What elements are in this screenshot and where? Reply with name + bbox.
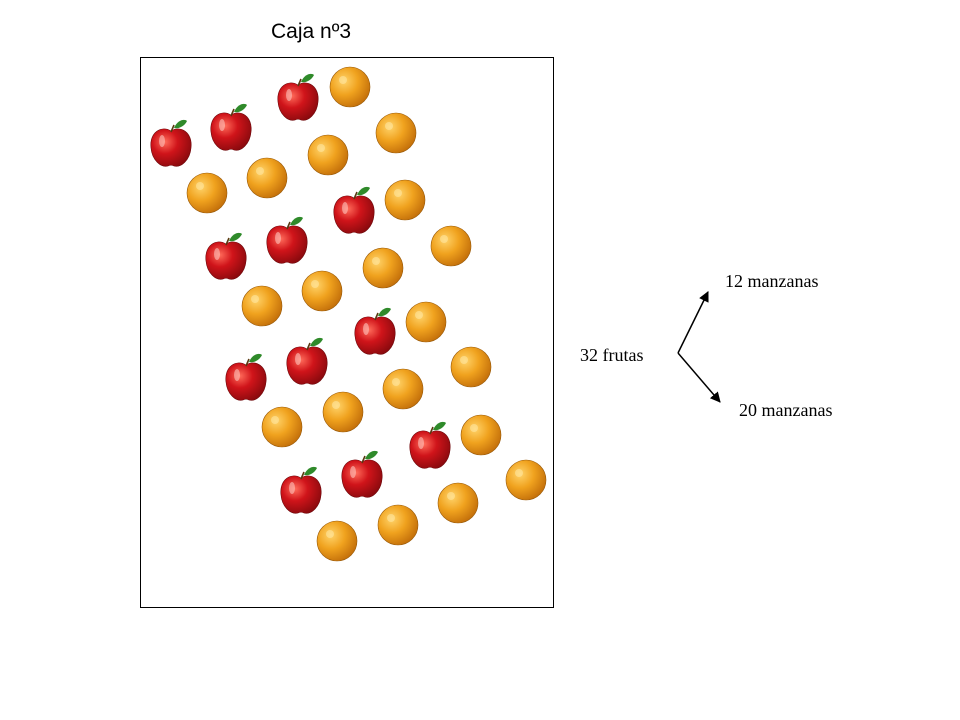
apple-fruit [205,232,247,280]
orange-fruit [505,459,547,501]
orange-fruit [450,346,492,388]
orange-fruit [246,157,288,199]
apple-fruit [286,337,328,385]
apple-fruit [409,421,451,469]
orange-fruit [377,504,419,546]
apple-fruit [150,119,192,167]
bottom-branch-label: 20 manzanas [739,400,833,420]
fruit-box [140,57,554,608]
orange-fruit [261,406,303,448]
orange-fruit [460,414,502,456]
apple-fruit [333,186,375,234]
orange-fruit [437,482,479,524]
arrow-up [677,291,709,354]
orange-fruit [322,391,364,433]
orange-fruit [307,134,349,176]
orange-fruit [430,225,472,267]
apple-fruit [341,450,383,498]
orange-fruit [362,247,404,289]
apple-fruit [354,307,396,355]
apple-fruit [280,466,322,514]
apple-fruit [266,216,308,264]
arrow-down [677,352,721,403]
total-fruits-label: 32 frutas [580,345,644,365]
orange-fruit [329,66,371,108]
orange-fruit [382,368,424,410]
apple-fruit [277,73,319,121]
orange-fruit [186,172,228,214]
apple-fruit [225,353,267,401]
orange-fruit [375,112,417,154]
apple-fruit [210,103,252,151]
page-title: Caja nº3 [271,20,352,43]
orange-fruit [384,179,426,221]
orange-fruit [301,270,343,312]
orange-fruit [405,301,447,343]
top-branch-label: 12 manzanas [725,271,819,291]
orange-fruit [316,520,358,562]
orange-fruit [241,285,283,327]
